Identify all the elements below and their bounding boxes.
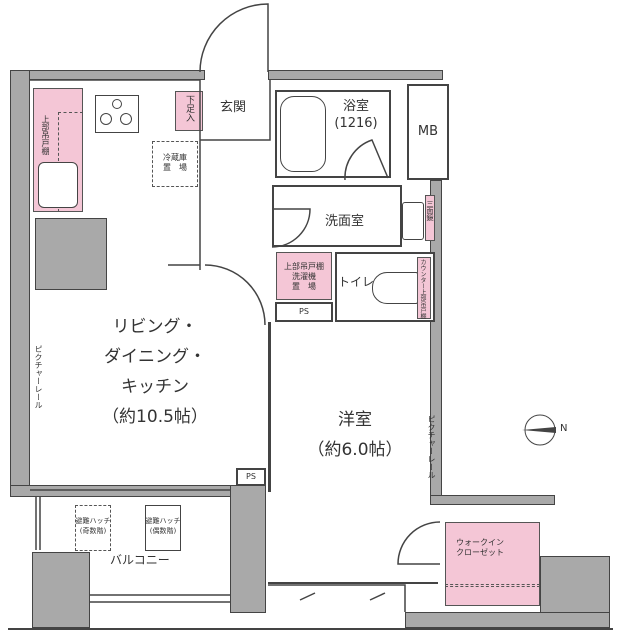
hatch-even	[145, 505, 181, 551]
laundry-top: 上部吊戸棚	[284, 262, 324, 271]
wall-ps-column	[230, 485, 266, 613]
fridge-space	[152, 141, 198, 187]
shoe-cabinet-label: 下足入	[184, 95, 194, 122]
bath-size: (1216)	[334, 116, 378, 131]
washroom	[272, 185, 402, 247]
mb-shaft	[407, 84, 449, 180]
laundry-label: 上部吊戸棚洗濯機置 場	[276, 262, 332, 292]
laundry-line2: 置 場	[292, 282, 316, 291]
wic-shelf-line	[445, 584, 540, 587]
kitchen-cabinet-label: 上部吊戸棚	[41, 115, 50, 155]
ldk-line-3: キッチン	[121, 377, 189, 397]
hatch-even-label: 避難ハッチ (偶数階)	[140, 516, 186, 536]
hatch-even-line1: 避難ハッチ	[145, 517, 181, 525]
hatch-odd-line2: (奇数階)	[79, 527, 107, 535]
compass-north-icon	[522, 414, 556, 446]
balcony-block-left	[32, 552, 90, 628]
ps-upper-label: PS	[299, 307, 309, 316]
entrance-label: 玄関	[220, 100, 247, 115]
ldk-line-4: （約10.5帖）	[102, 407, 208, 427]
western-area: （約6.0帖）	[307, 440, 403, 460]
balcony-label: バルコニー	[110, 553, 170, 567]
bottom-line	[8, 628, 613, 630]
bathroom	[275, 90, 391, 178]
washbasin-icon	[402, 202, 424, 240]
bath-name: 浴室	[342, 99, 369, 114]
ldk-line-1: リビング・	[112, 317, 198, 337]
western-room-label: 洋室 （約6.0帖）	[300, 405, 410, 465]
ldk-label: リビング・ ダイニング・ キッチン （約10.5帖）	[80, 312, 230, 432]
entrance-door-arc	[199, 3, 269, 73]
bath-door-arc	[344, 139, 389, 181]
ldk-door-arc	[204, 264, 266, 326]
wall-right-step	[430, 495, 555, 505]
laundry-space	[276, 252, 332, 300]
ps-lower-label: PS	[246, 472, 256, 481]
toilet-label: トイレ	[338, 275, 375, 289]
hatch-odd-line1: 避難ハッチ	[75, 517, 111, 525]
washroom-label: 洗面室	[325, 214, 365, 229]
window-frame	[268, 584, 406, 612]
stove-icon	[95, 95, 139, 133]
laundry-line1: 洗濯機	[292, 272, 316, 281]
counter-label: カウンター上部吊戸棚	[419, 259, 426, 319]
balcony-rail	[35, 497, 41, 550]
wall-line-1	[30, 79, 201, 140]
room-divider	[268, 322, 271, 492]
fridge-label-2: 置 場	[163, 163, 187, 172]
mirror-label: 三面鏡	[426, 200, 434, 221]
shoe-cabinet	[175, 91, 203, 131]
hatch-odd-label: 避難ハッチ (奇数階)	[70, 516, 116, 536]
entrance-box	[200, 80, 271, 141]
western-name: 洋室	[338, 410, 372, 430]
compass-label: N	[560, 423, 568, 434]
ps-upper	[275, 302, 333, 322]
washroom-door-arc	[271, 208, 311, 248]
western-room-bottom	[268, 582, 438, 584]
mb-label: MB	[417, 124, 439, 139]
picture-rail-left: ピクチャーレール	[34, 345, 43, 409]
hatch-odd	[75, 505, 111, 551]
walk-in-closet	[445, 522, 540, 606]
wic-line2: クローゼット	[456, 548, 504, 557]
fridge-label: 冷蔵庫置 場	[152, 153, 198, 173]
picture-rail-right: ピクチャーレール	[427, 415, 436, 479]
wall-top-right	[268, 70, 443, 80]
window-sash	[299, 592, 386, 601]
balcony-edge	[90, 594, 230, 603]
ps-lower	[236, 468, 266, 486]
three-sided-mirror	[425, 195, 435, 241]
bathtub-icon	[280, 96, 326, 172]
wic-line1: ウォークイン	[456, 538, 504, 547]
balcony-floor-right	[405, 612, 610, 628]
wic-label: ウォークインクローゼット	[450, 538, 510, 558]
bath-label: 浴室 (1216)	[326, 98, 386, 132]
counter-cabinet	[417, 257, 431, 319]
shaft-block	[35, 218, 107, 290]
wic-door-arc	[397, 521, 441, 565]
fridge-label-1: 冷蔵庫	[163, 153, 187, 162]
hatch-even-line2: (偶数階)	[149, 527, 177, 535]
ldk-line-2: ダイニング・	[104, 347, 206, 367]
sink-icon	[38, 162, 78, 208]
